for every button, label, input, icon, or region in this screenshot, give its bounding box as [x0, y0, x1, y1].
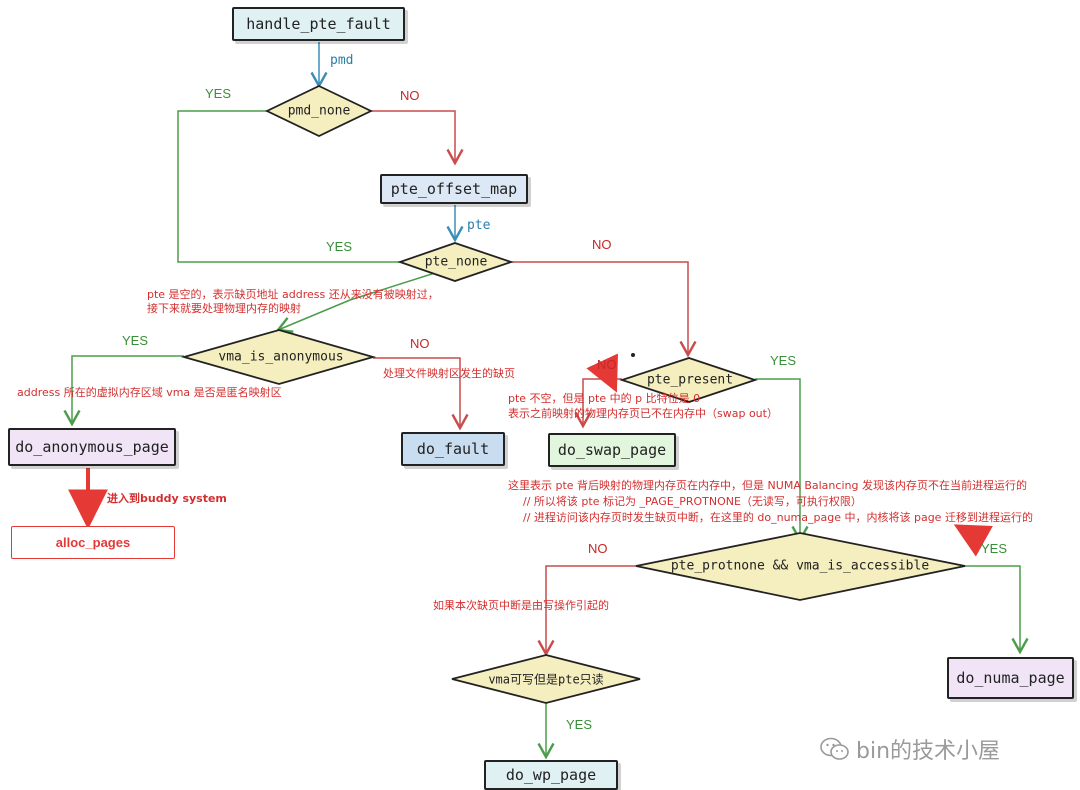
- note-swap-2: 表示之前映射的物理内存页已不在内存中（swap out）: [508, 407, 778, 420]
- decision-pte-none: [397, 242, 514, 282]
- decision-vma-is-anonymous: [180, 329, 377, 385]
- node-do-anonymous-page: do_anonymous_page: [8, 428, 176, 466]
- edge-label-no-vma: NO: [410, 336, 430, 351]
- label-pmd-none: pmd_none: [287, 103, 351, 119]
- edge-protnone-no: [537, 565, 637, 657]
- note-pte-empty-2: 接下来就要处理物理内存的映射: [147, 302, 301, 315]
- node-alloc-pages: alloc_pages: [11, 526, 175, 559]
- watermark-text: bin的技术小屋: [856, 739, 1001, 764]
- edge-ptenone-no: [511, 261, 697, 358]
- wechat-icon: [820, 737, 849, 760]
- edge-vma-yes: [63, 355, 184, 427]
- note-write-fault: 如果本次缺页中断是由写操作引起的: [433, 599, 609, 612]
- edge-label-no-protnone: NO: [588, 541, 608, 556]
- node-do-numa-page: do_numa_page: [947, 657, 1074, 699]
- edge-label-yes-wp: YES: [566, 717, 593, 732]
- note-numa-3: // 进程访问该内存页时发生缺页中断，在这里的 do_numa_page 中，内…: [523, 511, 1033, 524]
- annotation-arrow-page: [953, 524, 993, 557]
- edge-pmdnone-no: [371, 110, 464, 166]
- note-numa-2: // 所以将该 pte 标记为 _PAGE_PROTNONE（无读写，可执行权限…: [523, 495, 862, 508]
- decoration-dot: [631, 353, 635, 357]
- node-do-wp-page: do_wp_page: [484, 760, 618, 790]
- edge-label-yes-pmd: YES: [205, 86, 232, 101]
- edge-label-no-pte: NO: [592, 237, 612, 252]
- edge-label-no-present: NO: [597, 357, 617, 372]
- edge-label-yes-pte: YES: [326, 239, 353, 254]
- note-file-mapping-fault: 处理文件映射区发生的缺页: [383, 367, 515, 380]
- decision-protnone-accessible: [635, 532, 966, 601]
- edge-ptepresent-yes: [755, 378, 809, 543]
- node-handle-pte-fault: handle_pte_fault: [232, 7, 405, 41]
- node-do-fault: do_fault: [401, 432, 505, 466]
- edge-label-pmd: pmd: [330, 53, 354, 68]
- decision-pte-present: [619, 357, 758, 403]
- node-do-swap-page: do_swap_page: [548, 433, 676, 467]
- note-anon-region: address 所在的虚拟内存区域 vma 是否是匿名映射区: [17, 386, 282, 399]
- edge-label-no-pmd: NO: [400, 88, 420, 103]
- edge-label-yes-protnone: YES: [981, 541, 1008, 556]
- note-buddy: 进入到buddy system: [107, 492, 227, 505]
- label-pte-present: pte_present: [646, 372, 734, 388]
- edge-vma-no: [373, 357, 469, 431]
- note-numa-1: 这里表示 pte 背后映射的物理内存页在内存中，但是 NUMA Balancin…: [508, 479, 1027, 492]
- node-pte-offset-map: pte_offset_map: [380, 174, 528, 204]
- annotation-arrow-pbit: [586, 353, 618, 393]
- edge-pmdnone-yes: [177, 110, 400, 263]
- edge-label-pte: pte: [467, 218, 491, 233]
- label-protnone-accessible: pte_protnone && vma_is_accessible: [670, 558, 930, 574]
- edge-label-yes-vma: YES: [122, 333, 149, 348]
- edge-protnone-yes: [963, 565, 1029, 655]
- edge-ptenone-yes-to-vma: [275, 271, 439, 333]
- watermark: bin的技术小屋: [820, 733, 1000, 765]
- label-vma-write-pte-readonly: vma可写但是pte只读: [488, 672, 604, 687]
- note-pte-empty-1: pte 是空的，表示缺页地址 address 还从来没有被映射过，: [147, 288, 439, 301]
- label-pte-none: pte_none: [424, 254, 488, 270]
- decision-pmd-none: [264, 85, 374, 137]
- edge-label-yes-present: YES: [770, 353, 797, 368]
- label-vma-is-anonymous: vma_is_anonymous: [218, 349, 344, 365]
- decision-vma-write-pte-readonly: [451, 654, 641, 704]
- note-swap-1: pte 不空，但是 pte 中的 p 比特位是 0: [508, 392, 701, 405]
